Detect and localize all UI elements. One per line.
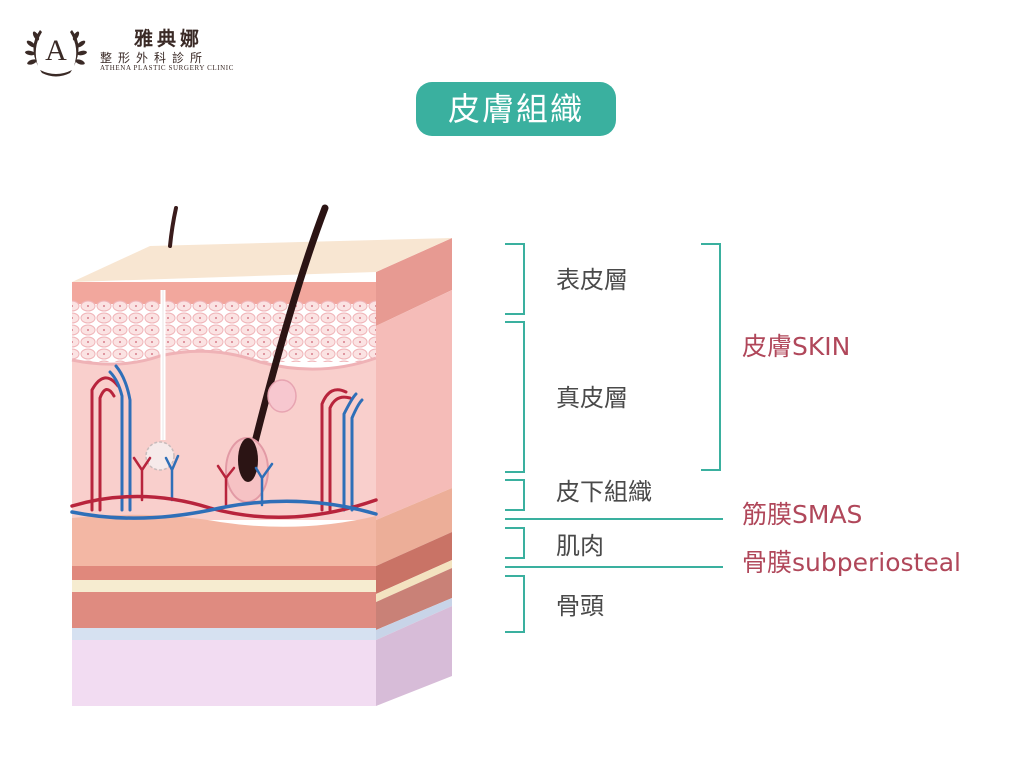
brand-english-name: ATHENA PLASTIC SURGERY CLINIC: [100, 64, 235, 72]
label-skin-group: 皮膚SKIN: [742, 332, 851, 361]
periosteum-layer: [72, 592, 376, 628]
muscle-layer: [72, 566, 376, 580]
label-muscle: 肌肉: [556, 532, 604, 560]
laurel-monogram-icon: A: [25, 30, 87, 77]
subcutaneous-layer: [72, 514, 376, 566]
label-epidermis: 表皮層: [556, 266, 628, 294]
brand-name: 雅典娜: [134, 28, 204, 50]
label-bone: 骨頭: [556, 592, 604, 620]
vessel-branches: [132, 454, 274, 507]
fascia-line-layer: [72, 580, 376, 592]
block-front-face: [71, 282, 377, 706]
block-top-surface: [72, 238, 452, 282]
block-side-face: [376, 238, 452, 706]
label-subcutaneous: 皮下組織: [556, 478, 652, 506]
layer-brackets: [505, 243, 723, 633]
label-smas: 筋膜SMAS: [742, 500, 863, 529]
label-dermis: 真皮層: [556, 384, 628, 412]
main-blood-vessels: [70, 494, 378, 520]
logo-monogram: A: [45, 34, 67, 67]
bone-layer: [72, 640, 376, 706]
brand-subtitle: 整形外科診所: [100, 51, 209, 65]
membrane-layer: [72, 628, 376, 640]
hair-follicle-main: [225, 204, 329, 503]
capillary-loop-left: [90, 364, 132, 512]
page-title: 皮膚組織: [416, 82, 616, 136]
clinic-logo: A 雅典娜 整形外科診所 ATHENA PLASTIC SURGERY CLIN…: [22, 22, 233, 78]
label-periosteum: 骨膜subperiosteal: [742, 548, 961, 577]
hair-follicle-left: [145, 206, 178, 471]
capillary-loop-right: [320, 388, 364, 512]
dermis-layer: [72, 351, 376, 520]
